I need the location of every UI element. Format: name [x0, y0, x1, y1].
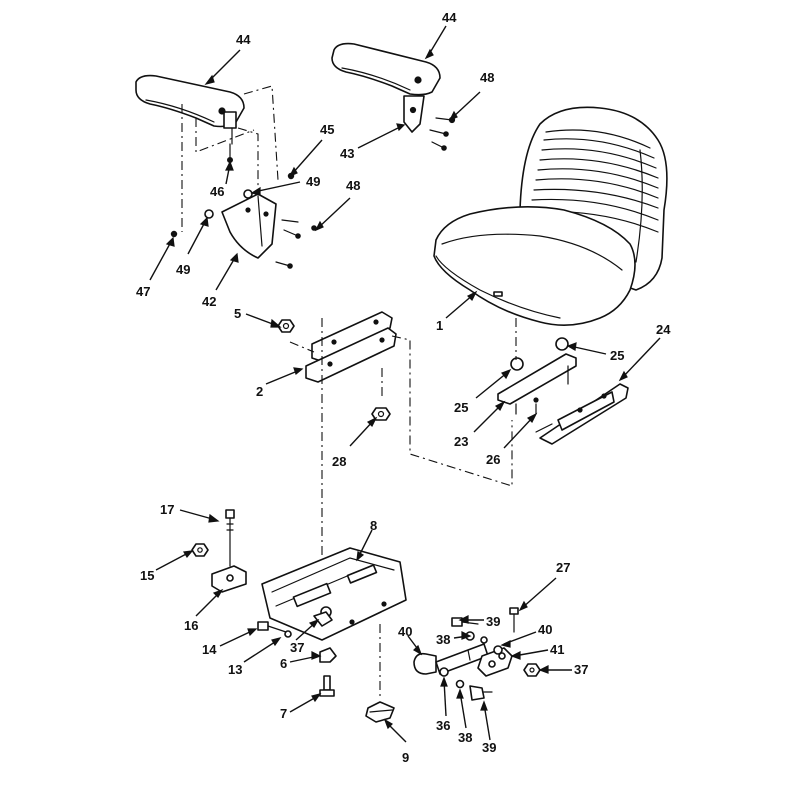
shock-absorber [413, 643, 489, 675]
callout-27: 27 [556, 560, 570, 575]
callout-26: 26 [486, 452, 500, 467]
armrest-bracket [221, 193, 277, 259]
nut-28 [371, 407, 391, 421]
callout-15: 15 [140, 568, 154, 583]
callout-39-upper: 39 [486, 614, 500, 629]
callout-37-left: 37 [290, 640, 304, 655]
callout-36: 36 [436, 718, 450, 733]
callout-23: 23 [454, 434, 468, 449]
seat-pan [261, 547, 407, 641]
hardware-36-38-39-lower [439, 667, 493, 701]
bolt-27 [509, 607, 519, 633]
seat-cushion [433, 106, 668, 326]
callout-38-lower: 38 [458, 730, 472, 745]
callout-28: 28 [332, 454, 346, 469]
callout-49-lower: 49 [176, 262, 190, 277]
callout-42: 42 [202, 294, 216, 309]
callout-44-left: 44 [236, 32, 251, 47]
nut-37-left [313, 611, 333, 627]
seat-slide-track [497, 337, 577, 415]
nut-6 [319, 647, 337, 663]
callout-labels: 44 44 48 43 45 46 49 48 49 47 42 1 5 2 2… [136, 10, 671, 765]
callout-14: 14 [202, 642, 217, 657]
slide-track-right [535, 383, 629, 445]
armrest-right [331, 42, 441, 133]
callout-41: 41 [550, 642, 564, 657]
bolt-14 [257, 621, 292, 638]
bracket-16 [211, 565, 247, 593]
nut-5 [277, 319, 295, 333]
callout-46: 46 [210, 184, 224, 199]
bracket-hardware [170, 143, 317, 269]
callout-49-upper: 49 [306, 174, 320, 189]
callout-48-middle: 48 [346, 178, 360, 193]
callout-24: 24 [656, 322, 671, 337]
bolt-7 [319, 675, 335, 697]
callout-39-lower: 39 [482, 740, 496, 755]
callout-25-right: 25 [610, 348, 624, 363]
callout-5: 5 [234, 306, 241, 321]
callout-7: 7 [280, 706, 287, 721]
callout-16: 16 [184, 618, 198, 633]
callout-25-left: 25 [454, 400, 468, 415]
callout-40-left: 40 [398, 624, 412, 639]
callout-38-upper: 38 [436, 632, 450, 647]
bumper-9 [365, 701, 395, 723]
callout-40-right: 40 [538, 622, 552, 637]
armrest-left [135, 74, 245, 145]
callout-47: 47 [136, 284, 150, 299]
callout-48-upper: 48 [480, 70, 494, 85]
bolt-17 [225, 509, 235, 567]
seat-rails [305, 311, 397, 383]
callout-17: 17 [160, 502, 174, 517]
callout-37-right: 37 [574, 662, 588, 677]
callout-45: 45 [320, 122, 334, 137]
callout-8: 8 [370, 518, 377, 533]
callout-2: 2 [256, 384, 263, 399]
hardware-39-38-upper [451, 617, 503, 655]
shock-bracket [477, 647, 513, 677]
callout-44-right: 44 [442, 10, 457, 25]
callout-43: 43 [340, 146, 354, 161]
callout-9: 9 [402, 750, 409, 765]
washer-15 [191, 543, 209, 557]
callout-6: 6 [280, 656, 287, 671]
callout-13: 13 [228, 662, 242, 677]
leader-lines [149, 25, 661, 743]
alignment-lines-armrest [181, 85, 279, 232]
callout-1: 1 [436, 318, 443, 333]
screw-48-upper [429, 116, 456, 151]
nut-37-right [523, 663, 541, 677]
